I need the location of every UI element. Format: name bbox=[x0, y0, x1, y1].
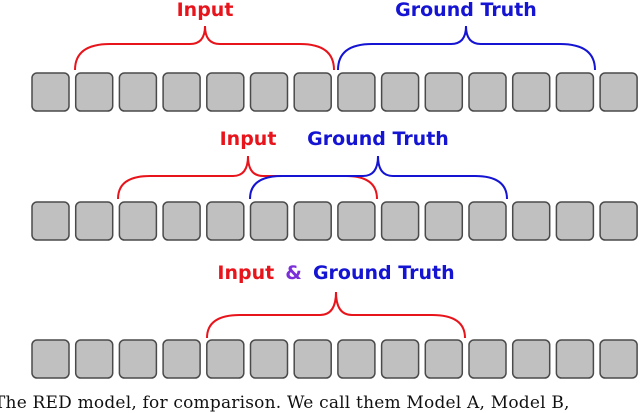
sequence-cell bbox=[468, 72, 507, 112]
sequence-cell bbox=[293, 201, 332, 241]
sequence-cell bbox=[31, 72, 70, 112]
sequence-cell bbox=[424, 72, 464, 112]
sequence-cell bbox=[74, 201, 114, 241]
sequence-cell bbox=[293, 72, 332, 112]
sequence-cell bbox=[511, 72, 551, 112]
row1-input-label: Input bbox=[177, 0, 234, 21]
sequence-cell bbox=[206, 72, 245, 112]
sequence-cell bbox=[555, 339, 595, 379]
sequence-cell bbox=[74, 339, 114, 379]
row2-ground-truth-brace bbox=[249, 155, 508, 200]
sequence-cell bbox=[118, 201, 158, 241]
sequence-cell bbox=[206, 201, 245, 241]
sequence-cell bbox=[162, 72, 201, 112]
sequence-cell bbox=[31, 339, 70, 379]
row1-input-brace bbox=[74, 25, 335, 71]
sequence-cell bbox=[599, 201, 638, 241]
row2-input-label: Input bbox=[220, 128, 277, 150]
row3-ground-truth-label: Ground Truth bbox=[313, 262, 455, 284]
row1-ground-truth-brace bbox=[337, 25, 596, 71]
sequence-cell bbox=[249, 201, 289, 241]
sequence-cell bbox=[162, 201, 201, 241]
sequence-cell bbox=[118, 72, 158, 112]
sequence-cell bbox=[599, 339, 638, 379]
row2-ground-truth-label: Ground Truth bbox=[307, 128, 449, 150]
sequence-cell bbox=[206, 339, 245, 379]
sequence-cell bbox=[337, 72, 376, 112]
sequence-cell bbox=[424, 339, 464, 379]
row3-combined-brace bbox=[206, 291, 466, 339]
sequence-cell bbox=[468, 201, 507, 241]
row2-input-brace bbox=[117, 155, 378, 200]
sequence-cell bbox=[118, 339, 158, 379]
sequence-cell bbox=[380, 201, 420, 241]
row3-sequence bbox=[31, 339, 638, 379]
row1-sequence bbox=[31, 72, 638, 112]
sequence-cell bbox=[511, 201, 551, 241]
sequence-cell bbox=[293, 339, 332, 379]
figure-caption: The RED model, for comparison. We call t… bbox=[0, 393, 570, 413]
row2-sequence bbox=[31, 201, 638, 241]
sequence-cell bbox=[74, 72, 114, 112]
sequence-cell bbox=[380, 72, 420, 112]
sequence-cell bbox=[468, 339, 507, 379]
sequence-cell bbox=[555, 72, 595, 112]
sequence-cell bbox=[424, 201, 464, 241]
sequence-cell bbox=[249, 72, 289, 112]
sequence-cell bbox=[511, 339, 551, 379]
sequence-cell bbox=[162, 339, 201, 379]
sequence-cell bbox=[599, 72, 638, 112]
sequence-cell bbox=[31, 201, 70, 241]
sequence-cell bbox=[555, 201, 595, 241]
sequence-cell bbox=[380, 339, 420, 379]
sequence-cell bbox=[249, 339, 289, 379]
row3-label: Input & Ground Truth bbox=[217, 262, 454, 284]
row3-input-label: Input bbox=[217, 262, 274, 284]
sequence-cell bbox=[337, 201, 376, 241]
row1-ground-truth-label: Ground Truth bbox=[395, 0, 537, 21]
sequence-cell bbox=[337, 339, 376, 379]
row3-amp-label: & bbox=[285, 262, 302, 284]
